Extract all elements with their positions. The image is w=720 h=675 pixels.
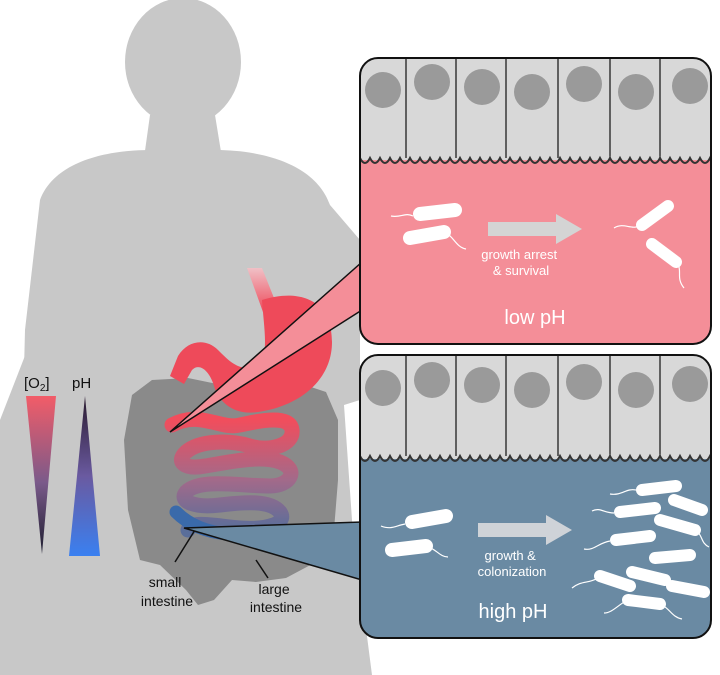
epithelium-cells-top [405, 58, 661, 158]
low-ph-panel: growth arrest & survival low pH [360, 58, 711, 344]
bacteria-flagella [571, 489, 710, 620]
arrow-bottom [478, 515, 572, 545]
epithelium-cells-bottom [405, 355, 661, 456]
small-intestine-pointer [174, 529, 196, 563]
ph-label: pH [72, 375, 91, 392]
microvilli-top [360, 155, 711, 164]
oxygen-label: [O2] [24, 375, 50, 394]
arrow-top-label: growth arrest & survival [481, 247, 561, 278]
oxygen-gradient-triangle [26, 396, 56, 554]
ph-gradient-triangle [69, 396, 100, 556]
small-intestine-label: small intestine [141, 574, 193, 609]
high-ph-label: high pH [479, 601, 548, 623]
nuclei-top [365, 64, 708, 110]
bacteria-colony [594, 480, 710, 610]
large-intestine-label: large intestine [250, 581, 302, 615]
arrow-top [488, 214, 582, 244]
bacteria-left-top [390, 203, 467, 250]
small-intestine [164, 411, 300, 538]
nuclei-bottom [365, 362, 708, 408]
low-ph-label: low pH [504, 307, 565, 329]
bacteria-right-top [613, 200, 685, 289]
arrow-bottom-label: growth & colonization [478, 548, 547, 579]
high-ph-panel: growth & colonization high pH [360, 355, 711, 638]
large-intestine-pointer [255, 559, 269, 579]
bacteria-left-bottom [380, 509, 453, 558]
microvilli-bottom [360, 453, 711, 462]
